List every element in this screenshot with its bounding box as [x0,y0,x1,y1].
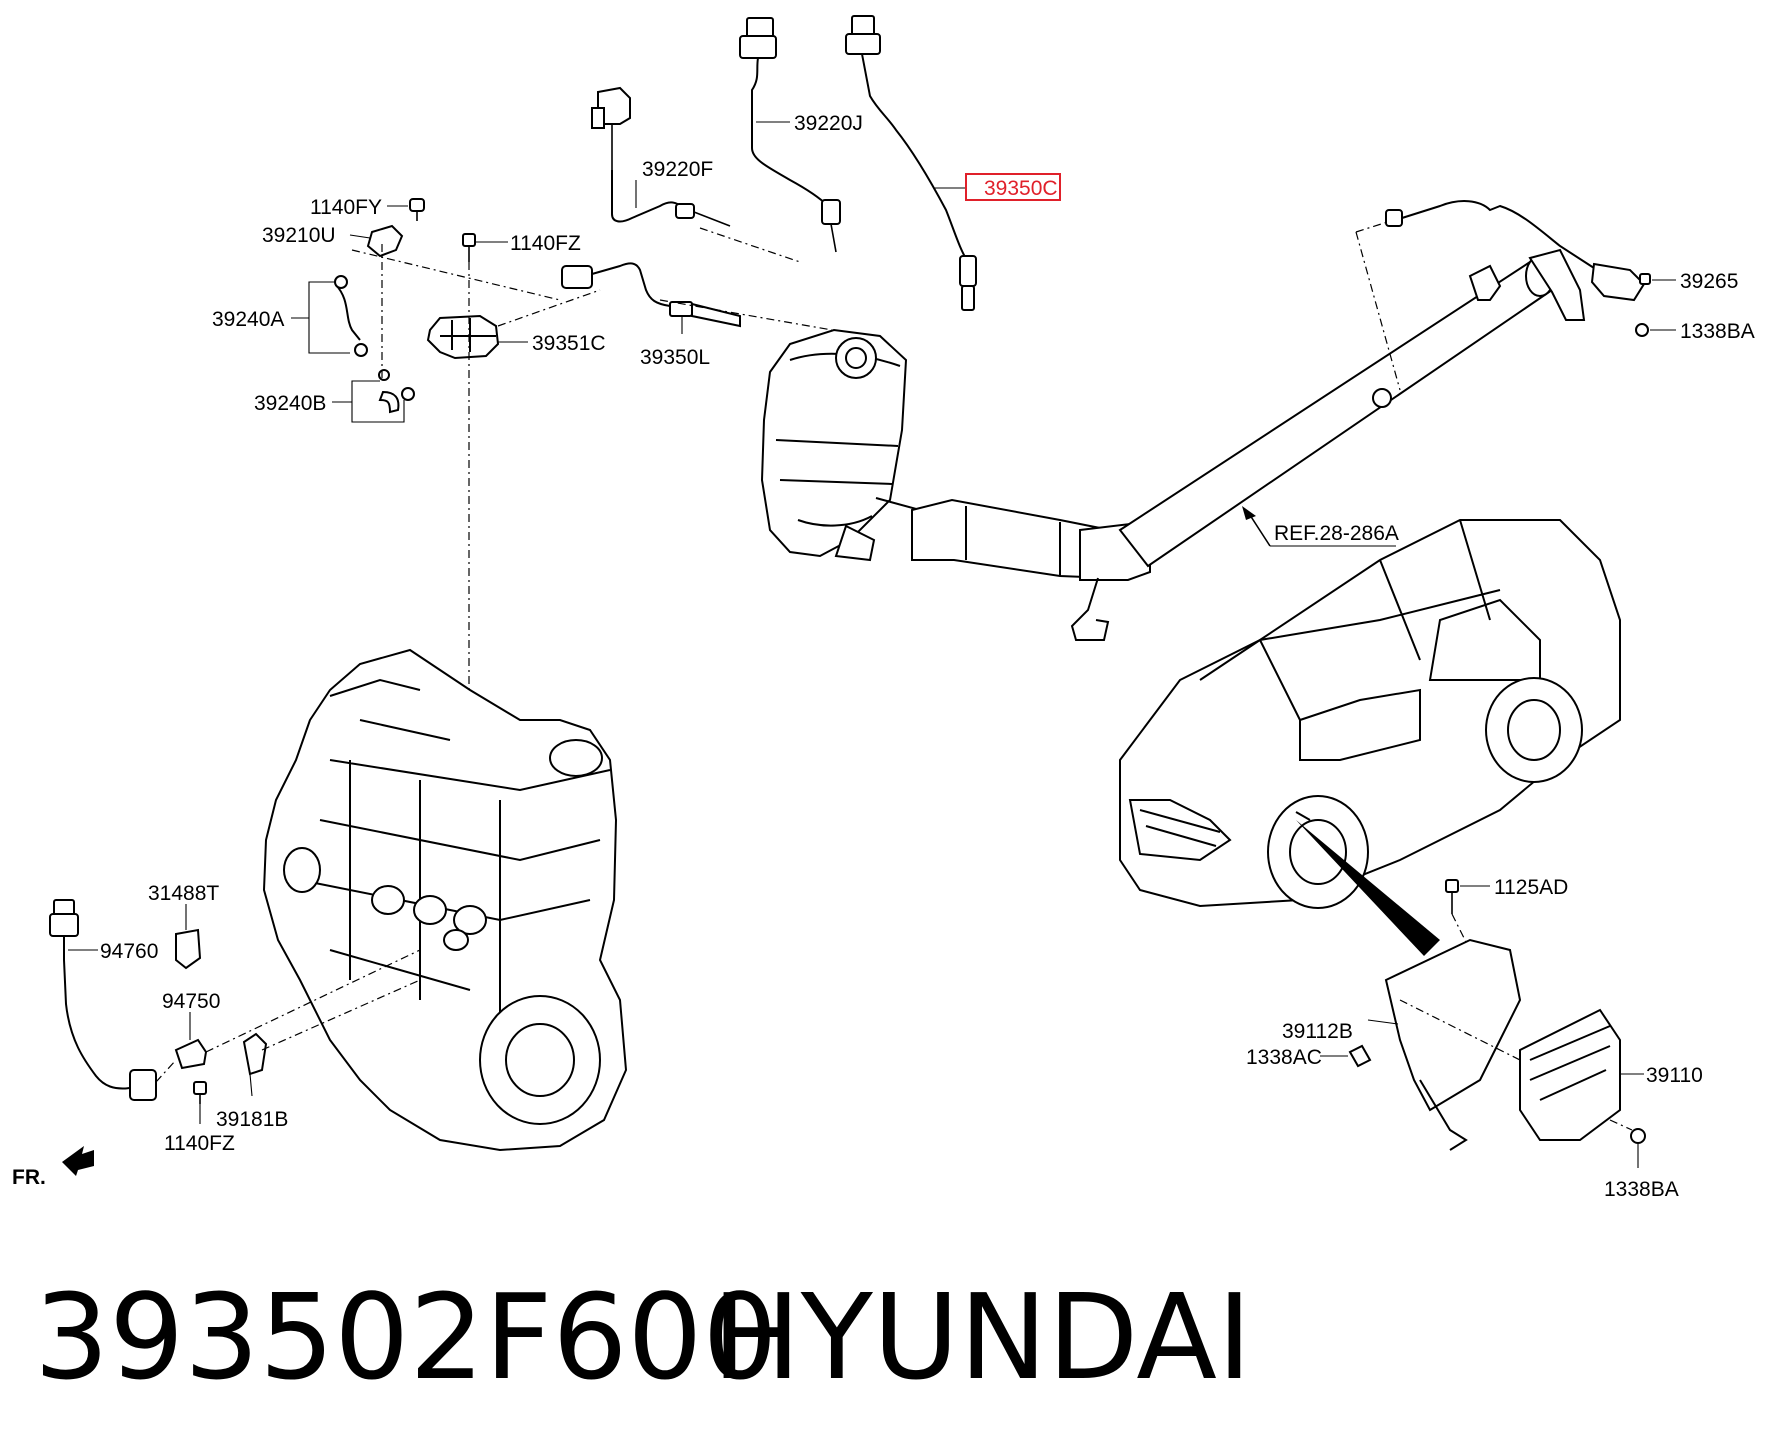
vehicle-illustration [1119,519,1621,956]
label-39240A: 39240A [212,308,284,331]
label-1338BA-bottom: 1338BA [1604,1178,1679,1201]
label-39240B: 39240B [254,392,326,415]
label-39181B: 39181B [216,1108,288,1131]
lower-left-sensors [49,899,421,1176]
part-number: 393502F600 [34,1268,778,1406]
label-39210U: 39210U [262,224,336,247]
flex-pipe [911,498,1151,641]
label-94760: 94760 [100,940,158,963]
ecu-assembly [1320,879,1646,1168]
label-39350L: 39350L [640,346,710,369]
caption: 393502F600 HYUNDAI [34,1268,1252,1406]
label-39265: 39265 [1680,270,1738,293]
map-sensor-assembly [291,198,601,700]
exhaust-gas-sensors [561,15,1061,334]
pressure-sensor-39265 [1385,200,1676,337]
label-39351C: 39351C [532,332,606,355]
label-39112B: 39112B [1282,1020,1353,1043]
label-1338BA-top: 1338BA [1680,320,1755,343]
front-arrow-icon [62,1146,94,1176]
brand-name: HYUNDAI [712,1268,1252,1406]
label-1338AC: 1338AC [1246,1046,1322,1069]
label-39220F: 39220F [642,158,713,181]
highlight-box [965,173,1061,201]
exhaust-pipe [1118,217,1586,568]
label-1140FY: 1140FY [310,196,382,219]
label-ref: REF.28-286A [1274,522,1399,545]
label-39220J: 39220J [794,112,863,135]
label-39110: 39110 [1646,1064,1703,1087]
label-1140FZ-top: 1140FZ [510,232,581,255]
label-39350C: 39350C [984,177,1058,200]
part-labels: 1140FY 39210U 1140FZ 39240A 39351C 39240… [12,112,1755,1201]
catalytic-converter [760,328,961,562]
label-1125AD: 1125AD [1494,876,1568,899]
label-31488T: 31488T [148,882,219,905]
front-label: FR. [12,1166,46,1189]
label-1140FZ-bottom: 1140FZ [164,1132,235,1155]
label-94750: 94750 [162,990,220,1013]
engine-block [262,648,628,1152]
